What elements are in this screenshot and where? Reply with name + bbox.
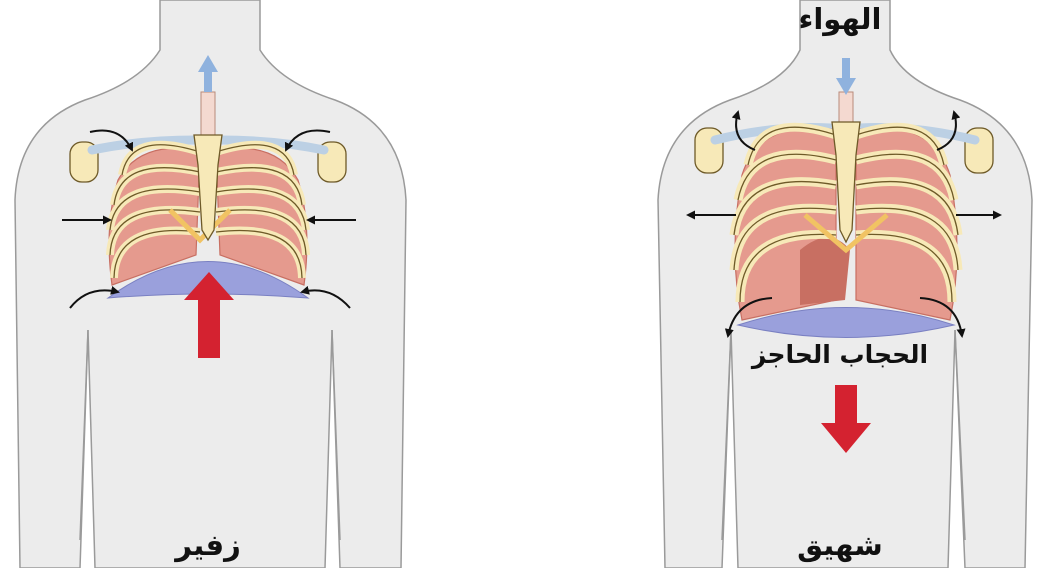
exhale-label: زفير xyxy=(128,528,288,562)
inhale-panel xyxy=(658,0,1032,568)
air-label: الهواء xyxy=(760,2,920,36)
exhale-trachea xyxy=(201,92,215,137)
inhale-label: شهيق xyxy=(760,528,920,562)
inhale-trachea xyxy=(839,92,853,124)
exhale-panel xyxy=(15,0,406,568)
diaphragm-label: الحجاب الحاجز xyxy=(730,340,950,369)
